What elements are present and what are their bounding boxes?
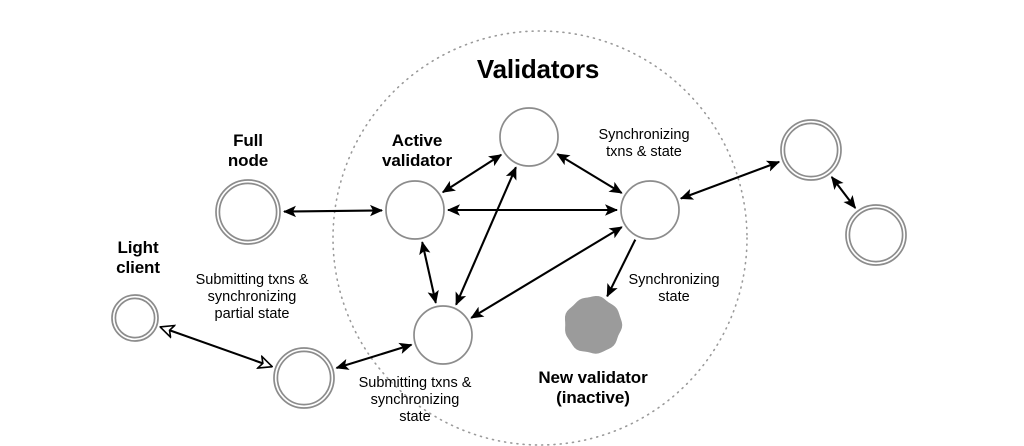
node-ring	[620, 180, 680, 240]
edge-layer	[160, 153, 857, 370]
edge-right-fullnoderighttop	[679, 160, 781, 200]
node-inner-ring	[114, 297, 156, 339]
label-synchronizing-txns-and-state: Synchronizing txns & state	[598, 127, 690, 161]
node-full-node-left[interactable]	[215, 179, 281, 245]
edge-fullnode-bottomvald	[335, 342, 413, 370]
node-full-node-right-bot[interactable]	[845, 204, 907, 266]
node-validator-top[interactable]	[499, 107, 559, 167]
edge-right-bottom	[470, 226, 623, 319]
node-inner-ring	[848, 207, 904, 263]
node-validator-bottom[interactable]	[413, 305, 473, 365]
node-full-node-bottom[interactable]	[273, 347, 335, 409]
node-inner-ring	[783, 122, 839, 178]
edge-light-fullnode	[160, 327, 272, 367]
node-ring	[385, 180, 445, 240]
page-title: Validators	[476, 54, 600, 84]
edge-top-right	[556, 153, 623, 194]
node-ring	[499, 107, 559, 167]
node-outer-ring	[215, 179, 281, 245]
node-validator-new[interactable]	[564, 295, 623, 354]
node-outer-ring	[111, 294, 159, 342]
node-full-node-right-top[interactable]	[780, 119, 842, 181]
node-outer-ring	[780, 119, 842, 181]
node-inactive-disc	[564, 295, 623, 354]
node-inner-ring	[276, 350, 332, 406]
node-light-client[interactable]	[111, 294, 159, 342]
node-outer-ring	[273, 347, 335, 409]
validators-boundary	[332, 30, 748, 446]
label-new-validator: New validator (inactive)	[538, 368, 648, 408]
edge-active-bottom	[419, 241, 439, 304]
label-synchronizing-state: Synchronizing state	[628, 272, 720, 306]
node-validator-active[interactable]	[385, 180, 445, 240]
node-validator-right[interactable]	[620, 180, 680, 240]
edge-top-bottom	[455, 166, 517, 306]
node-inner-ring	[218, 182, 278, 242]
label-active-validator: Active validator	[382, 131, 452, 171]
node-outer-ring	[845, 204, 907, 266]
edge-fullnode-active	[282, 204, 384, 218]
label-light-client: Light client	[116, 238, 160, 278]
node-ring	[413, 305, 473, 365]
label-submitting-txns-state: Submitting txns & synchronizing state	[358, 375, 472, 426]
edge-fullnoderight-pair	[830, 176, 857, 209]
edge-right-newvald	[606, 239, 637, 298]
node-layer	[111, 107, 907, 409]
label-full-node: Full node	[227, 131, 269, 171]
boundary-layer	[332, 30, 748, 446]
label-submitting-txns-partial-state: Submitting txns & synchronizing partial …	[195, 272, 309, 323]
